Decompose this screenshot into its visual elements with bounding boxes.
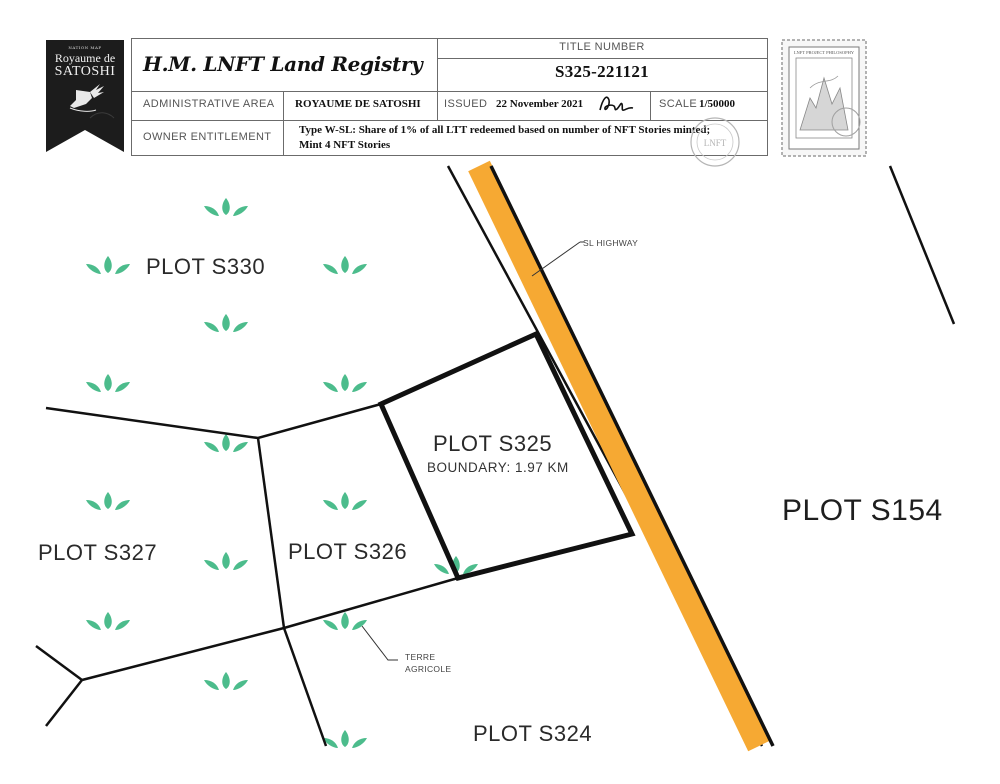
country-badge [46,40,124,152]
plot-s325-label: PLOT S325 [433,431,553,456]
vegetation-sprout-icon [434,556,478,574]
farm-label-line1: TERRE [405,652,436,662]
badge-line2: SATOSHI [54,64,116,79]
map-area: PLOT S330 PLOT S325 BOUNDARY: 1.97 KM PL… [35,160,956,752]
map-canvas [35,160,956,752]
badge-top-text: NATION MAP [68,45,102,50]
highway-leader-line [531,241,581,277]
highway-label: SL HIGHWAY [583,238,639,248]
vegetation-sprout-icon [204,314,248,332]
vegetation-sprout-icon [204,198,248,216]
owner-entitlement-label: OWNER ENTITLEMENT [143,131,272,143]
scale-value: 1/50000 [699,98,736,110]
farm-leader-line [361,625,398,661]
signature-icon [599,96,634,111]
plot-s325-boundary [377,330,636,581]
issued-date: 22 November 2021 [496,98,584,110]
vegetation-sprout-icon [86,374,130,392]
plot-s330-label: PLOT S330 [146,254,266,279]
owner-entitlement-line1: Type W-SL: Share of 1% of all LTT redeem… [299,124,711,136]
plot-s325-boundary-label: BOUNDARY: 1.97 KM [427,460,569,475]
plot-s327-label: PLOT S327 [38,540,158,565]
vegetation-sprout-icon [323,374,367,392]
owner-entitlement-line2: Mint 4 NFT Stories [299,139,391,151]
title-number-label: TITLE NUMBER [559,41,645,53]
vegetation-sprout-icon [86,492,130,510]
issued-label: ISSUED [444,98,488,110]
vegetation-sprout-icon [204,552,248,570]
scale-label: SCALE [659,98,698,110]
registry-header [131,38,768,156]
admin-area-label: ADMINISTRATIVE AREA [143,98,275,110]
svg-text:LNFT: LNFT [704,138,727,148]
vegetation-sprout-icon [323,612,367,630]
vegetation-sprout-icon [323,730,367,748]
vegetation-sprout-icon [323,256,367,274]
svg-text:LNFT PROJECT PHILOSOPHY: LNFT PROJECT PHILOSOPHY [794,50,855,55]
plot-boundaries [35,165,956,747]
vegetation-sprout-icon [204,672,248,690]
badge-line1: Royaume de [54,51,116,65]
vegetation-markers [86,198,478,748]
vegetation-sprout-icon [204,434,248,452]
plot-s326-label: PLOT S326 [288,539,408,564]
vegetation-sprout-icon [86,612,130,630]
postage-stamp-icon: LNFT PROJECT PHILOSOPHY [781,39,867,157]
vegetation-sprout-icon [323,492,367,510]
highway-road [446,160,775,752]
winged-sandal-icon [69,84,104,112]
admin-area: ROYAUME DE SATOSHI [295,98,421,110]
farm-label-line2: AGRICOLE [405,664,452,674]
registry-seal-icon: LNFT [690,117,740,167]
plot-s324-label: PLOT S324 [473,721,593,746]
plot-s154-label: PLOT S154 [782,494,943,527]
title-number: S325-221121 [555,62,649,81]
registry-title: H.M. LNFT Land Registry [143,52,423,76]
vegetation-sprout-icon [86,256,130,274]
